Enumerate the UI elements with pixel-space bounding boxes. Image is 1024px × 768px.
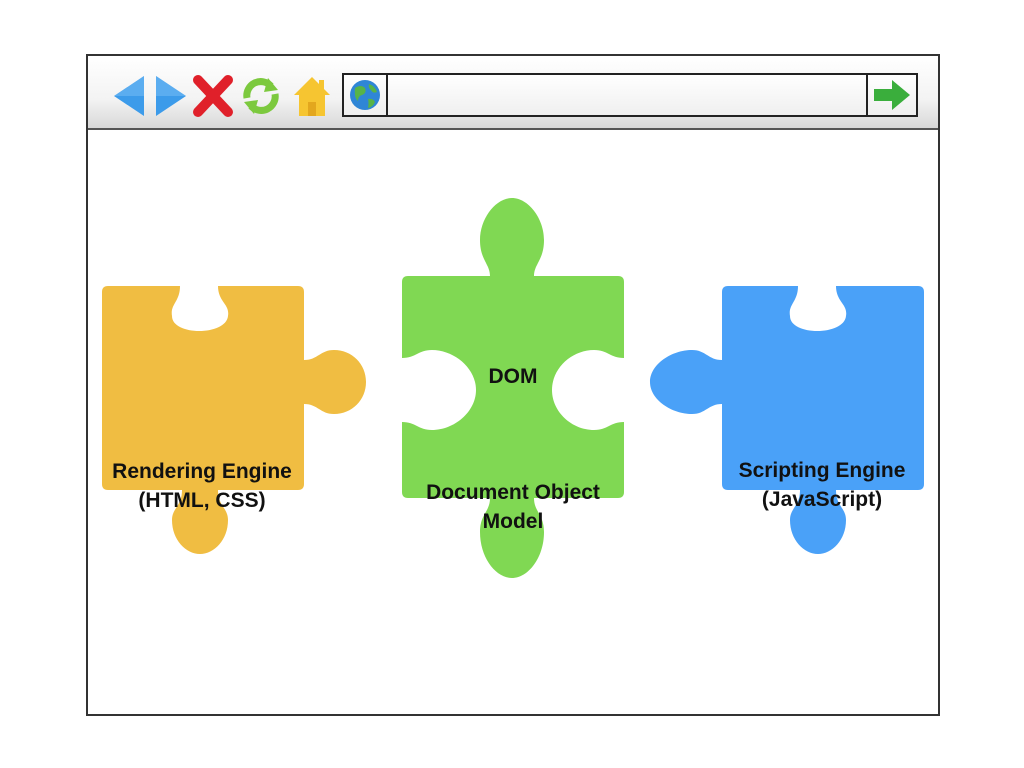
back-arrow-icon[interactable] bbox=[112, 74, 146, 118]
dom-description-label: Document Object Model bbox=[392, 478, 634, 536]
dom-description-line2: Model bbox=[482, 510, 544, 533]
scripting-engine-label: Scripting Engine (JavaScript) bbox=[720, 456, 924, 514]
puzzle-piece-rendering-engine bbox=[102, 286, 366, 554]
scripting-engine-line1: Scripting Engine bbox=[738, 459, 906, 482]
scripting-engine-line2: (JavaScript) bbox=[761, 488, 883, 511]
puzzle-piece-scripting-engine bbox=[650, 286, 924, 554]
go-arrow-icon[interactable] bbox=[866, 75, 916, 115]
forward-arrow-icon[interactable] bbox=[154, 74, 188, 118]
address-input[interactable] bbox=[390, 75, 860, 115]
home-icon[interactable] bbox=[292, 74, 332, 118]
dom-title-label: DOM bbox=[402, 362, 624, 391]
rendering-engine-line2: (HTML, CSS) bbox=[138, 489, 266, 512]
browser-toolbar bbox=[88, 56, 938, 130]
puzzle-piece-dom bbox=[402, 198, 624, 578]
stop-icon[interactable] bbox=[192, 74, 234, 118]
dom-title: DOM bbox=[488, 365, 538, 388]
globe-icon bbox=[350, 75, 388, 115]
rendering-engine-label: Rendering Engine (HTML, CSS) bbox=[100, 457, 304, 515]
rendering-engine-line1: Rendering Engine bbox=[112, 460, 292, 483]
dom-description-line1: Document Object bbox=[426, 481, 600, 504]
refresh-icon[interactable] bbox=[238, 74, 284, 118]
browser-window: Rendering Engine (HTML, CSS) DOM Documen… bbox=[86, 54, 940, 716]
address-bar[interactable] bbox=[342, 73, 918, 117]
page-content: Rendering Engine (HTML, CSS) DOM Documen… bbox=[88, 130, 938, 714]
